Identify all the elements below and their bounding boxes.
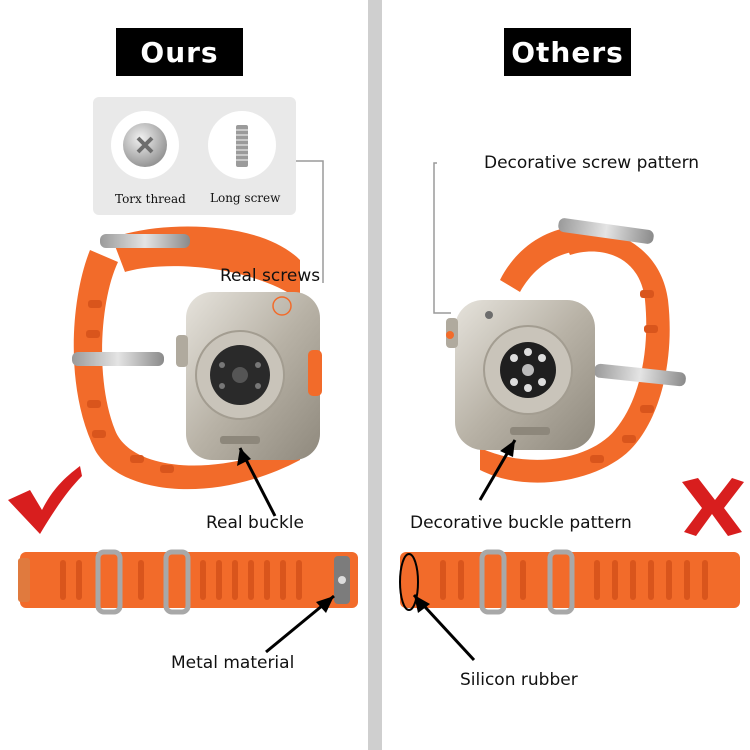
decorative-buckle-slot: [510, 427, 550, 435]
arrow-metal-material: [316, 596, 334, 613]
metal-material-label: Metal material: [171, 653, 295, 673]
real-buckle-slot: [220, 436, 260, 444]
decorative-connector: [433, 162, 451, 314]
flat-band-buckle-1: [95, 549, 123, 615]
arrow-decorative-buckle: [500, 440, 515, 457]
left-side-buckle: [72, 352, 164, 366]
left-top-buckle: [100, 234, 190, 248]
red-x-icon: [682, 478, 744, 536]
arrow-real-buckle: [237, 448, 251, 466]
decorative-buckle-label: Decorative buckle pattern: [410, 513, 632, 533]
real-screws-label: Real screws: [220, 266, 321, 286]
right-side-buckle: [594, 363, 686, 387]
red-check-icon: [8, 466, 82, 534]
right-flat-buckle-2: [547, 549, 575, 615]
real-screw-marker: [272, 296, 292, 316]
long-screw-label: Long screw: [210, 191, 281, 205]
silicon-rubber-label: Silicon rubber: [460, 670, 578, 690]
decorative-screw-marker: [485, 311, 493, 319]
inset-connector: [296, 160, 324, 283]
silicon-rubber-marker: [399, 553, 419, 611]
flat-band-buckle-2: [163, 549, 191, 615]
arrow-silicon-rubber: [414, 595, 430, 613]
others-tag: Others: [504, 28, 631, 76]
torx-thread-label: Torx thread: [115, 192, 186, 206]
right-flat-buckle-1: [479, 549, 507, 615]
ours-tag: Ours: [116, 28, 243, 76]
center-divider: [368, 0, 382, 750]
left-band-loop: [73, 250, 300, 490]
right-band-loop: [480, 228, 670, 483]
real-buckle-label: Real buckle: [206, 513, 304, 533]
decorative-screw-label: Decorative screw pattern: [484, 153, 700, 173]
right-top-buckle: [558, 218, 654, 244]
